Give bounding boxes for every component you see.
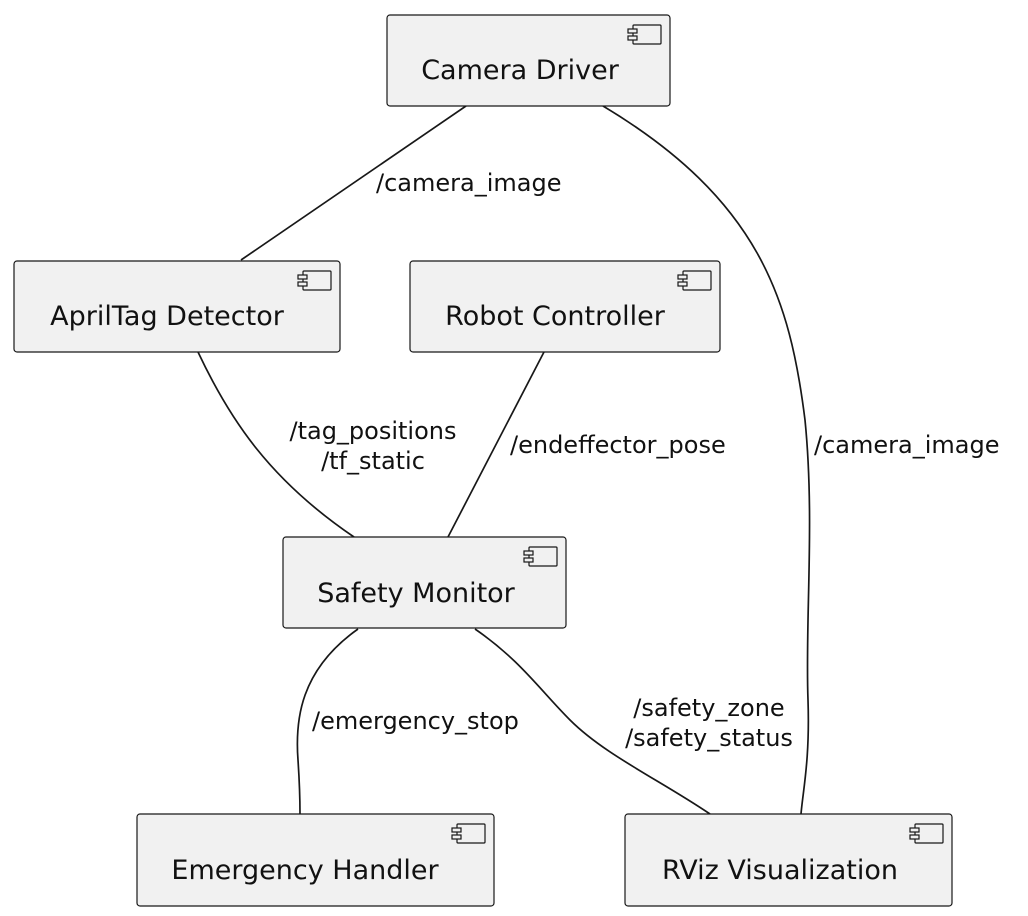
node-label: Camera Driver <box>421 55 620 86</box>
component-icon <box>909 823 944 844</box>
component-icon <box>297 270 332 291</box>
edge-label-camera-to-apriltag: /camera_image <box>376 169 561 197</box>
edge-label-apriltag-to-safety-line1: /tag_positions <box>289 417 456 445</box>
edge-label-safety-to-rviz-line2: /safety_status <box>625 724 793 752</box>
component-icon <box>677 270 712 291</box>
edge-safety-to-emergency <box>296 628 359 815</box>
node-safety-monitor: Safety Monitor <box>282 536 567 629</box>
component-icon <box>523 546 558 567</box>
node-label: Emergency Handler <box>171 855 439 886</box>
edge-labels: /camera_image /camera_image /tag_positio… <box>289 169 999 752</box>
node-label: Safety Monitor <box>317 578 515 609</box>
node-label: RViz Visualization <box>662 855 898 886</box>
edge-robot-to-safety <box>447 351 545 538</box>
node-label: AprilTag Detector <box>50 301 285 332</box>
edge-apriltag-to-safety <box>197 351 355 538</box>
node-apriltag-detector: AprilTag Detector <box>13 260 341 353</box>
edges <box>197 105 811 815</box>
edge-label-apriltag-to-safety-line2: /tf_static <box>321 447 425 475</box>
edge-safety-to-rviz <box>474 628 711 815</box>
component-icon <box>451 823 486 844</box>
component-icon <box>627 24 662 45</box>
node-emergency-handler: Emergency Handler <box>136 813 495 907</box>
edge-label-robot-to-safety: /endeffector_pose <box>510 431 726 459</box>
node-label: Robot Controller <box>445 301 666 332</box>
edge-camera-to-rviz <box>602 105 811 815</box>
node-robot-controller: Robot Controller <box>409 260 721 353</box>
node-rviz-visualization: RViz Visualization <box>624 813 953 907</box>
edge-label-safety-to-rviz-line1: /safety_zone <box>633 694 784 722</box>
edge-label-camera-to-rviz: /camera_image <box>814 431 999 459</box>
node-camera-driver: Camera Driver <box>386 14 671 107</box>
edge-label-safety-to-emergency: /emergency_stop <box>312 707 519 735</box>
edge-camera-to-apriltag <box>240 105 467 261</box>
